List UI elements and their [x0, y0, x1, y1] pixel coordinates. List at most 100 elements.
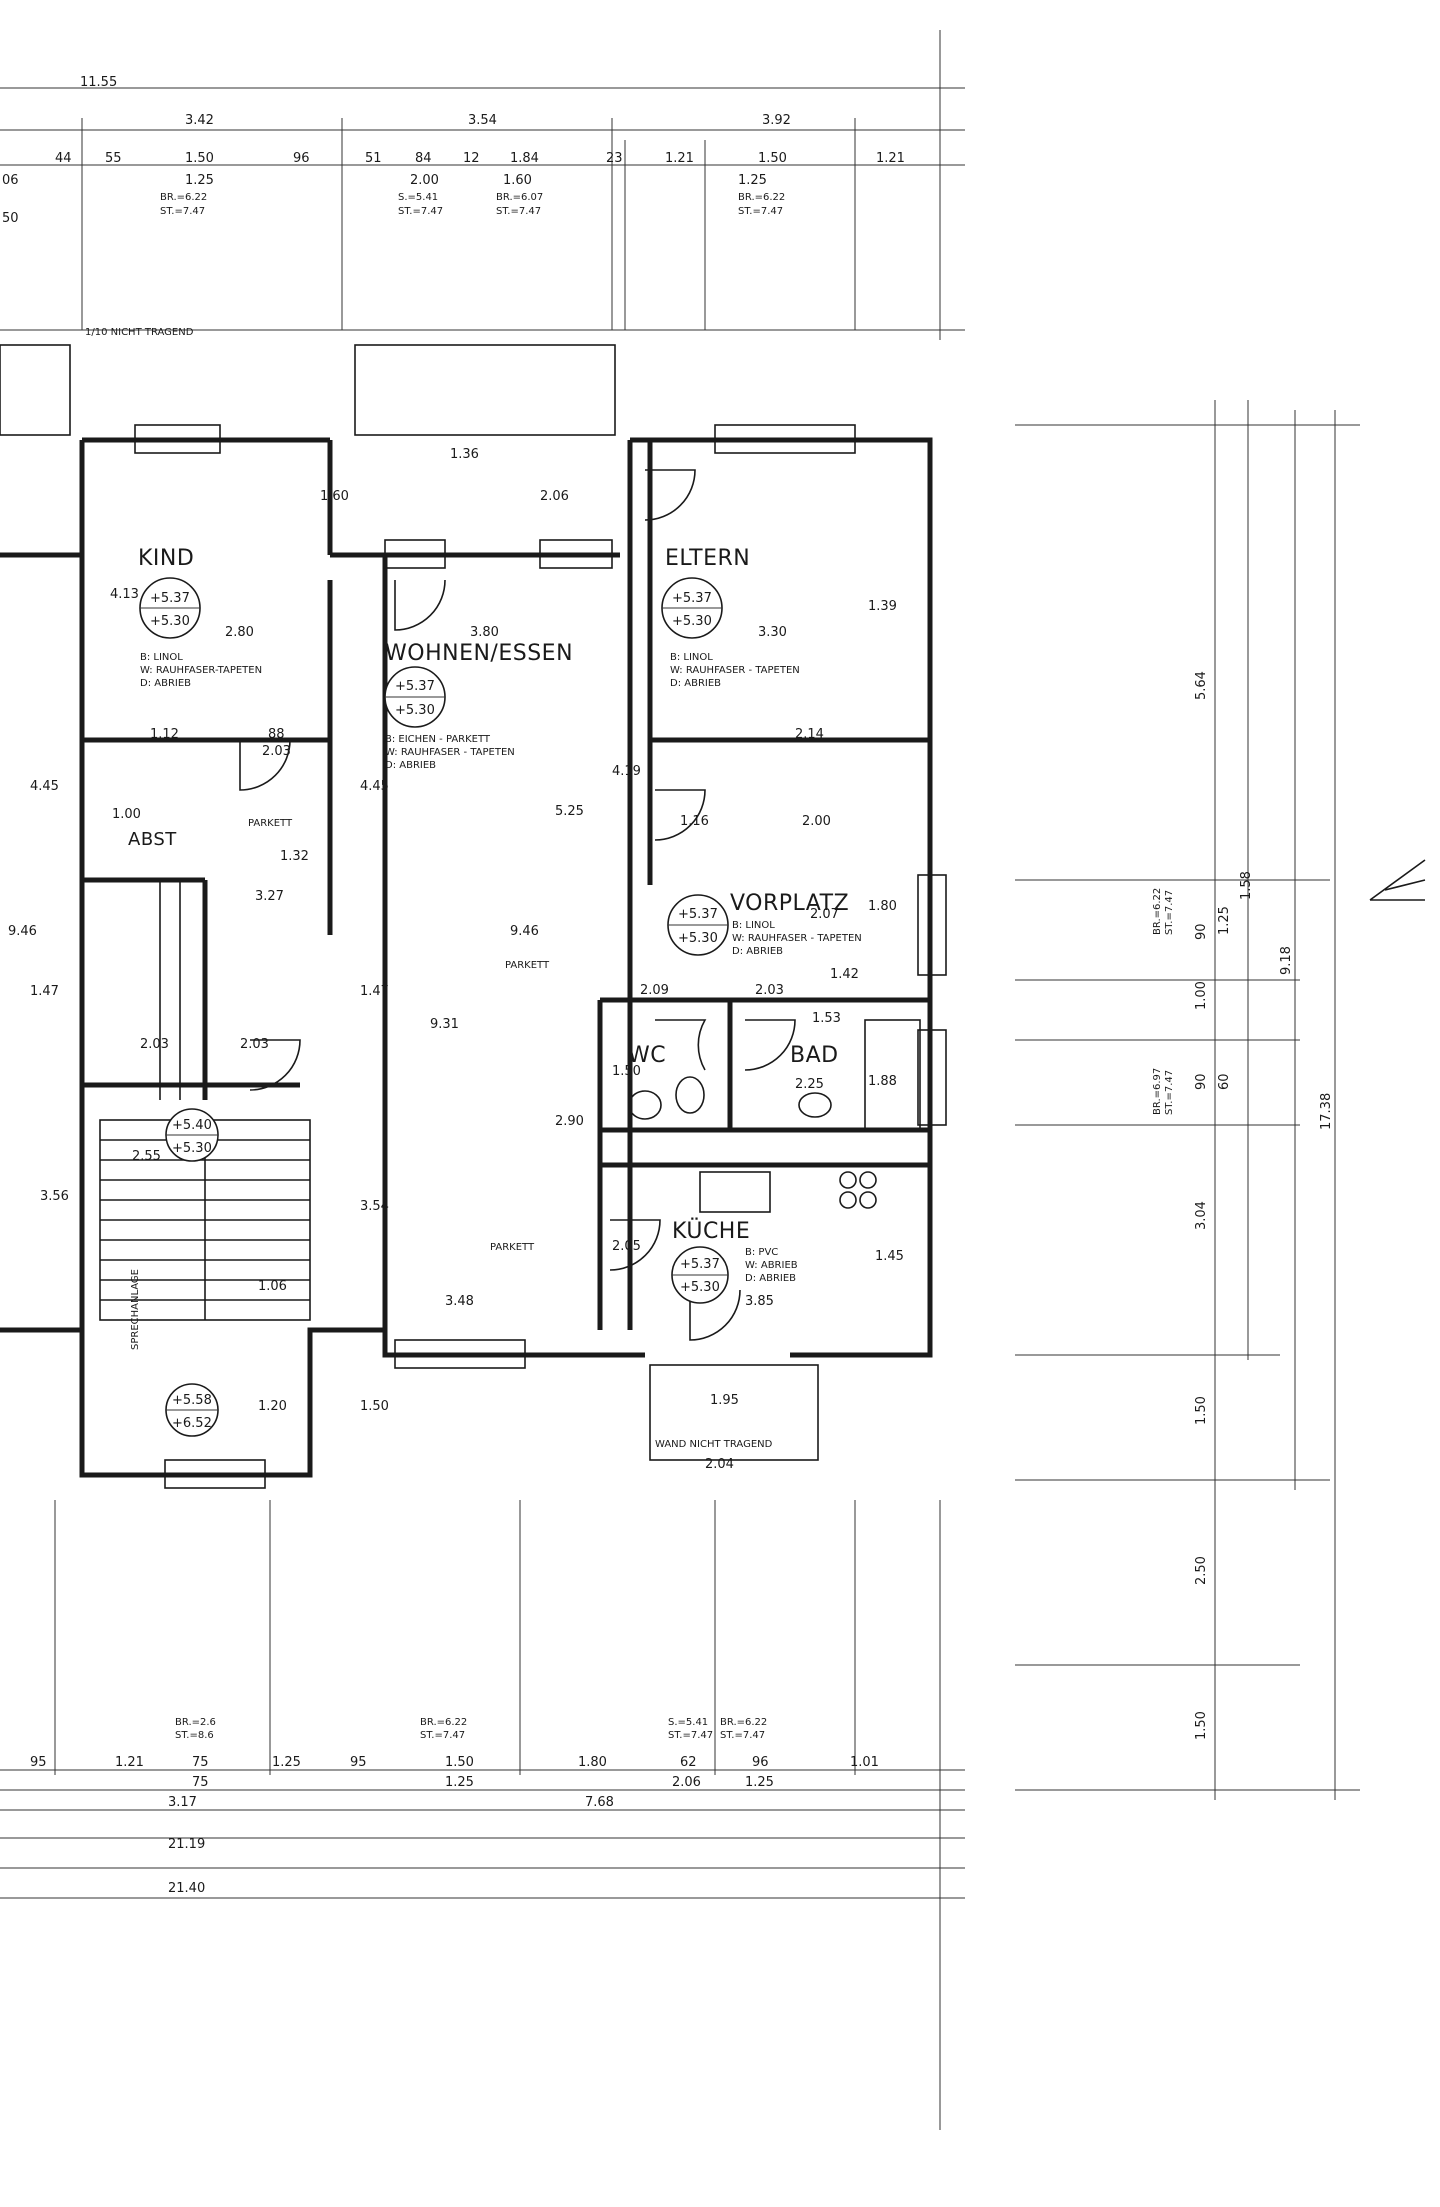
dim: 9.46 [8, 924, 37, 939]
dim-top-row4: 2.00 [410, 173, 439, 188]
dim: 5.25 [555, 804, 584, 819]
dim: 2.09 [640, 983, 669, 998]
window-spec: ST.=7.47 [420, 1730, 465, 1741]
dim-bottom-row1: 75 [192, 1755, 209, 1770]
dim: 1.60 [320, 489, 349, 504]
window-spec: S.=5.41 [398, 192, 438, 203]
level-upper: +5.40 [172, 1118, 212, 1133]
dim: 2.06 [540, 489, 569, 504]
dim-top-row4: 1.25 [185, 173, 214, 188]
dim: 2.14 [795, 727, 824, 742]
dim-top-row2: 3.42 [185, 113, 214, 128]
dim-bottom-row3: 7.68 [585, 1795, 614, 1810]
dim: 2.00 [802, 814, 831, 829]
dim-vertical: 1.50 [1194, 1396, 1209, 1425]
dim: 9.31 [430, 1017, 459, 1032]
room-width: 2.80 [225, 625, 254, 640]
finish-line: W: ABRIEB [745, 1260, 798, 1271]
dim: 2.03 [240, 1037, 269, 1052]
dim-bottom-row5: 21.40 [168, 1881, 205, 1896]
finish-line: D: ABRIEB [385, 760, 436, 771]
dim-left-partial: 50 [2, 211, 19, 226]
bottom-dimension-lines [0, 1500, 965, 2130]
level-lower: +5.30 [678, 931, 718, 946]
window-spec: ST.=7.47 [1164, 1070, 1175, 1115]
intercom-note: SPRECHANLAGE [130, 1269, 141, 1350]
door-swings [239, 469, 796, 1341]
bottom-dimension-labels: BR.=2.6 ST.=8.6 BR.=6.22 ST.=7.47 S.=5.4… [30, 1717, 879, 1896]
level-upper: +5.37 [150, 591, 190, 606]
dim-top-row3: 23 [606, 151, 623, 166]
window-spec: S.=5.41 [668, 1717, 708, 1728]
dim: 1.32 [280, 849, 309, 864]
dim-top-row2: 3.92 [762, 113, 791, 128]
dim-top-row3: 1.50 [185, 151, 214, 166]
dim-top-row4: 1.60 [503, 173, 532, 188]
dim: 1.47 [30, 984, 59, 999]
finish-line: W: RAUHFASER - TAPETEN [385, 747, 515, 758]
dim-bottom-row2: 75 [192, 1775, 209, 1790]
dim-bottom-row2: 1.25 [445, 1775, 474, 1790]
dim-bottom-row1: 1.50 [445, 1755, 474, 1770]
room-name: ABST [128, 829, 177, 850]
window-spec: BR.=6.22 [420, 1717, 467, 1728]
dim: 2.90 [555, 1114, 584, 1129]
dim: 88 [268, 727, 285, 742]
window-spec: BR.=6.22 [720, 1717, 767, 1728]
stair-width: 2.55 [132, 1149, 161, 1164]
room-abst: ABST [128, 829, 177, 850]
wall-note: 1/10 NICHT TRAGEND [85, 327, 194, 338]
dim: 3.54 [360, 1199, 389, 1214]
finish-line: W: RAUHFASER-TAPETEN [140, 665, 262, 676]
finish-line: D: ABRIEB [140, 678, 191, 689]
finish-line: W: RAUHFASER - TAPETEN [732, 933, 862, 944]
dim-top-row3: 1.84 [510, 151, 539, 166]
dim-top-row3: 1.50 [758, 151, 787, 166]
room-name: WOHNEN/ESSEN [385, 641, 573, 666]
dim: 1.39 [868, 599, 897, 614]
right-dimension-lines [1015, 400, 1360, 1800]
level-lower: +5.30 [172, 1141, 212, 1156]
dim-bottom-row2: 1.25 [745, 1775, 774, 1790]
dim-top-row4: 1.25 [738, 173, 767, 188]
room-name: KÜCHE [672, 1218, 750, 1244]
dim-bottom-row4: 21.19 [168, 1837, 205, 1852]
level-lower: +5.30 [680, 1280, 720, 1295]
window-spec: ST.=7.47 [720, 1730, 765, 1741]
top-dimension-lines [0, 30, 965, 340]
dim-bottom-row1: 95 [350, 1755, 367, 1770]
dim: 2.03 [140, 1037, 169, 1052]
window-spec: ST.=7.47 [398, 206, 443, 217]
dim: 1.80 [868, 899, 897, 914]
stair-landing-levels: +5.40 +5.30 2.55 +5.58 +6.52 [132, 1108, 219, 1437]
dim: 1.53 [812, 1011, 841, 1026]
level-upper: +5.37 [672, 591, 712, 606]
dim: 2.07 [810, 907, 839, 922]
dim-vertical: 90 [1194, 1073, 1209, 1090]
windows [134, 424, 947, 1489]
room-kueche: KÜCHE +5.37 +5.30 3.85 B: PVC W: ABRIEB … [671, 1218, 798, 1309]
room-name: BAD [790, 1043, 839, 1068]
dim-top-row3: 12 [463, 151, 480, 166]
dim-bottom-row2: 2.06 [672, 1775, 701, 1790]
dim: 1.00 [112, 807, 141, 822]
finish-line: B: PVC [745, 1247, 778, 1258]
dim: 3.48 [445, 1294, 474, 1309]
dim: 1.50 [612, 1064, 641, 1079]
dim-bottom-row3: 3.17 [168, 1795, 197, 1810]
dim: 4.19 [612, 764, 641, 779]
window-spec: ST.=7.47 [738, 206, 783, 217]
wall-note: WAND NICHT TRAGEND [655, 1439, 773, 1450]
finish-line: D: ABRIEB [745, 1273, 796, 1284]
dim: 3.27 [255, 889, 284, 904]
finish-line: B: LINOL [732, 920, 775, 931]
dim: 1.06 [258, 1279, 287, 1294]
level-upper: +5.37 [680, 1257, 720, 1272]
dim-vertical: 1.58 [1239, 871, 1254, 900]
window-spec: BR.=6.22 [160, 192, 207, 203]
dim-bottom-row1: 95 [30, 1755, 47, 1770]
room-name: WC [628, 1043, 666, 1068]
dim-bottom-row1: 62 [680, 1755, 697, 1770]
room-width: 3.85 [745, 1294, 774, 1309]
dim: 1.88 [868, 1074, 897, 1089]
